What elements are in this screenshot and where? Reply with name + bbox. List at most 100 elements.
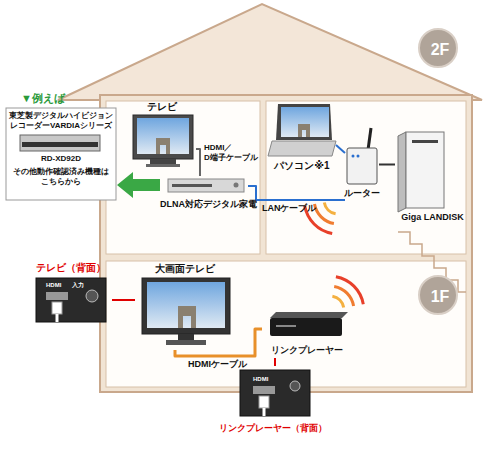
link-player-drawing-part (270, 318, 342, 336)
cable-path (248, 186, 345, 200)
wireless-waves-part (324, 202, 335, 213)
dlna-device: DLNA対応デジタル家電 (160, 176, 248, 212)
router-drawing-part (347, 148, 377, 184)
node-label: テレビ（背面） (30, 262, 112, 274)
recorder-drawing (20, 135, 100, 151)
tv-back-panel-part (56, 314, 59, 322)
player-back-panel-part (259, 396, 269, 408)
node-label: 大画面テレビ (135, 263, 235, 275)
node-label: パソコン※1 (268, 160, 336, 172)
port-label: HDMI (46, 282, 61, 289)
cable-label: HDMI／ D端子ケーブル (204, 143, 264, 162)
floor-badge: 2F (418, 28, 458, 68)
example-box: ▼例えば東芝製デジタルハイビジョン レコーダーVARDIAシリーズ RD-XD92… (5, 92, 117, 200)
house-outline-part (106, 101, 260, 254)
recorder-drawing-part (22, 142, 98, 147)
tv-drawing-part (156, 138, 170, 154)
cable-line (248, 186, 345, 200)
cable-line (379, 164, 395, 165)
cable-path (196, 149, 200, 176)
cable-line (196, 149, 200, 176)
tv-device: テレビ (128, 100, 196, 170)
block-arrow (117, 172, 160, 198)
router-device: ルーター (345, 126, 379, 203)
node-label: リンクプレーヤー (262, 345, 352, 356)
dlna-recorder-drawing-part (234, 183, 239, 188)
cable-line (175, 329, 262, 356)
cable-path (379, 163, 395, 165)
tv-drawing-part (137, 118, 189, 154)
laptop-drawing-part (268, 141, 336, 156)
tv-back-panel-part (46, 292, 68, 300)
tv-drawing-part (133, 115, 193, 159)
large-tv-drawing (142, 278, 230, 345)
nas-device: Giga LANDISK (395, 128, 470, 224)
house-outline-part (266, 101, 466, 254)
player-back-panel-part (240, 370, 310, 416)
node-label: 東芝製デジタルハイビジョン レコーダーVARDIAシリーズ (9, 111, 113, 130)
house-outline-part (106, 261, 466, 387)
dlna-recorder-drawing-part (168, 179, 244, 192)
tv-back-panel-part (86, 290, 98, 302)
node-label: RD-XD92D (9, 154, 113, 164)
floor-badge: 1F (418, 275, 458, 315)
house-outline-part (58, 4, 482, 100)
cable-line (336, 145, 345, 153)
node-label: その他動作確認済み機種は こちらから (9, 167, 113, 186)
nas-drawing-part (406, 132, 444, 208)
pc-device: パソコン※1 (268, 100, 336, 175)
cable-path (336, 145, 345, 153)
tv-back-panel (36, 278, 106, 322)
cable-label: LANケーブル (262, 203, 324, 214)
example-frame-part (6, 108, 116, 200)
dlna-recorder-drawing-part (172, 184, 212, 187)
floor-number: 1F (420, 287, 460, 306)
port-label: HDMI (253, 376, 268, 383)
link-player-drawing (270, 312, 348, 336)
link-player-drawing-part (276, 325, 296, 327)
router-drawing-part (357, 155, 360, 158)
router-drawing (347, 128, 377, 184)
router-drawing-part (368, 128, 371, 150)
recorder-drawing-part (20, 135, 100, 151)
nas-drawing-part (412, 140, 438, 143)
node-label: テレビ (128, 101, 196, 113)
router-drawing-part (352, 155, 355, 158)
house-outline (58, 4, 482, 392)
wireless-waves-part (336, 277, 363, 305)
laptop-drawing-part (276, 104, 332, 140)
node-label: ▼例えば (21, 92, 111, 105)
link-player-drawing-part (270, 312, 348, 318)
player-device: リンクプレーヤー (262, 300, 352, 358)
player-back-panel-part (263, 408, 266, 416)
large-tv-drawing-part (147, 282, 225, 328)
nas-drawing (398, 132, 444, 212)
block-arrow-shape (117, 172, 160, 198)
large-tv-drawing-part (166, 340, 206, 345)
player-back-panel (240, 370, 310, 416)
wireless-waves-part (332, 296, 343, 307)
large-tv-drawing-part (142, 278, 230, 334)
cable-line (274, 358, 275, 366)
tv-device: 大画面テレビ (135, 262, 235, 350)
wireless-waves (305, 202, 364, 307)
tv-drawing-part (146, 164, 180, 167)
tv-drawing (133, 115, 193, 167)
back-panel-callout: テレビ（背面） (30, 262, 112, 324)
tv-drawing-part (150, 159, 176, 164)
port-label: 入力 (72, 282, 84, 289)
wireless-waves-part (315, 204, 334, 224)
laptop-drawing-part (298, 124, 310, 137)
nas-drawing-part (398, 132, 406, 212)
tv-back-panel-part (52, 302, 62, 314)
cable-path (175, 329, 262, 356)
large-tv-drawing-part (178, 306, 196, 328)
floor-number: 2F (420, 40, 460, 59)
node-label: ルーター (339, 188, 385, 199)
example-frame (6, 108, 116, 200)
